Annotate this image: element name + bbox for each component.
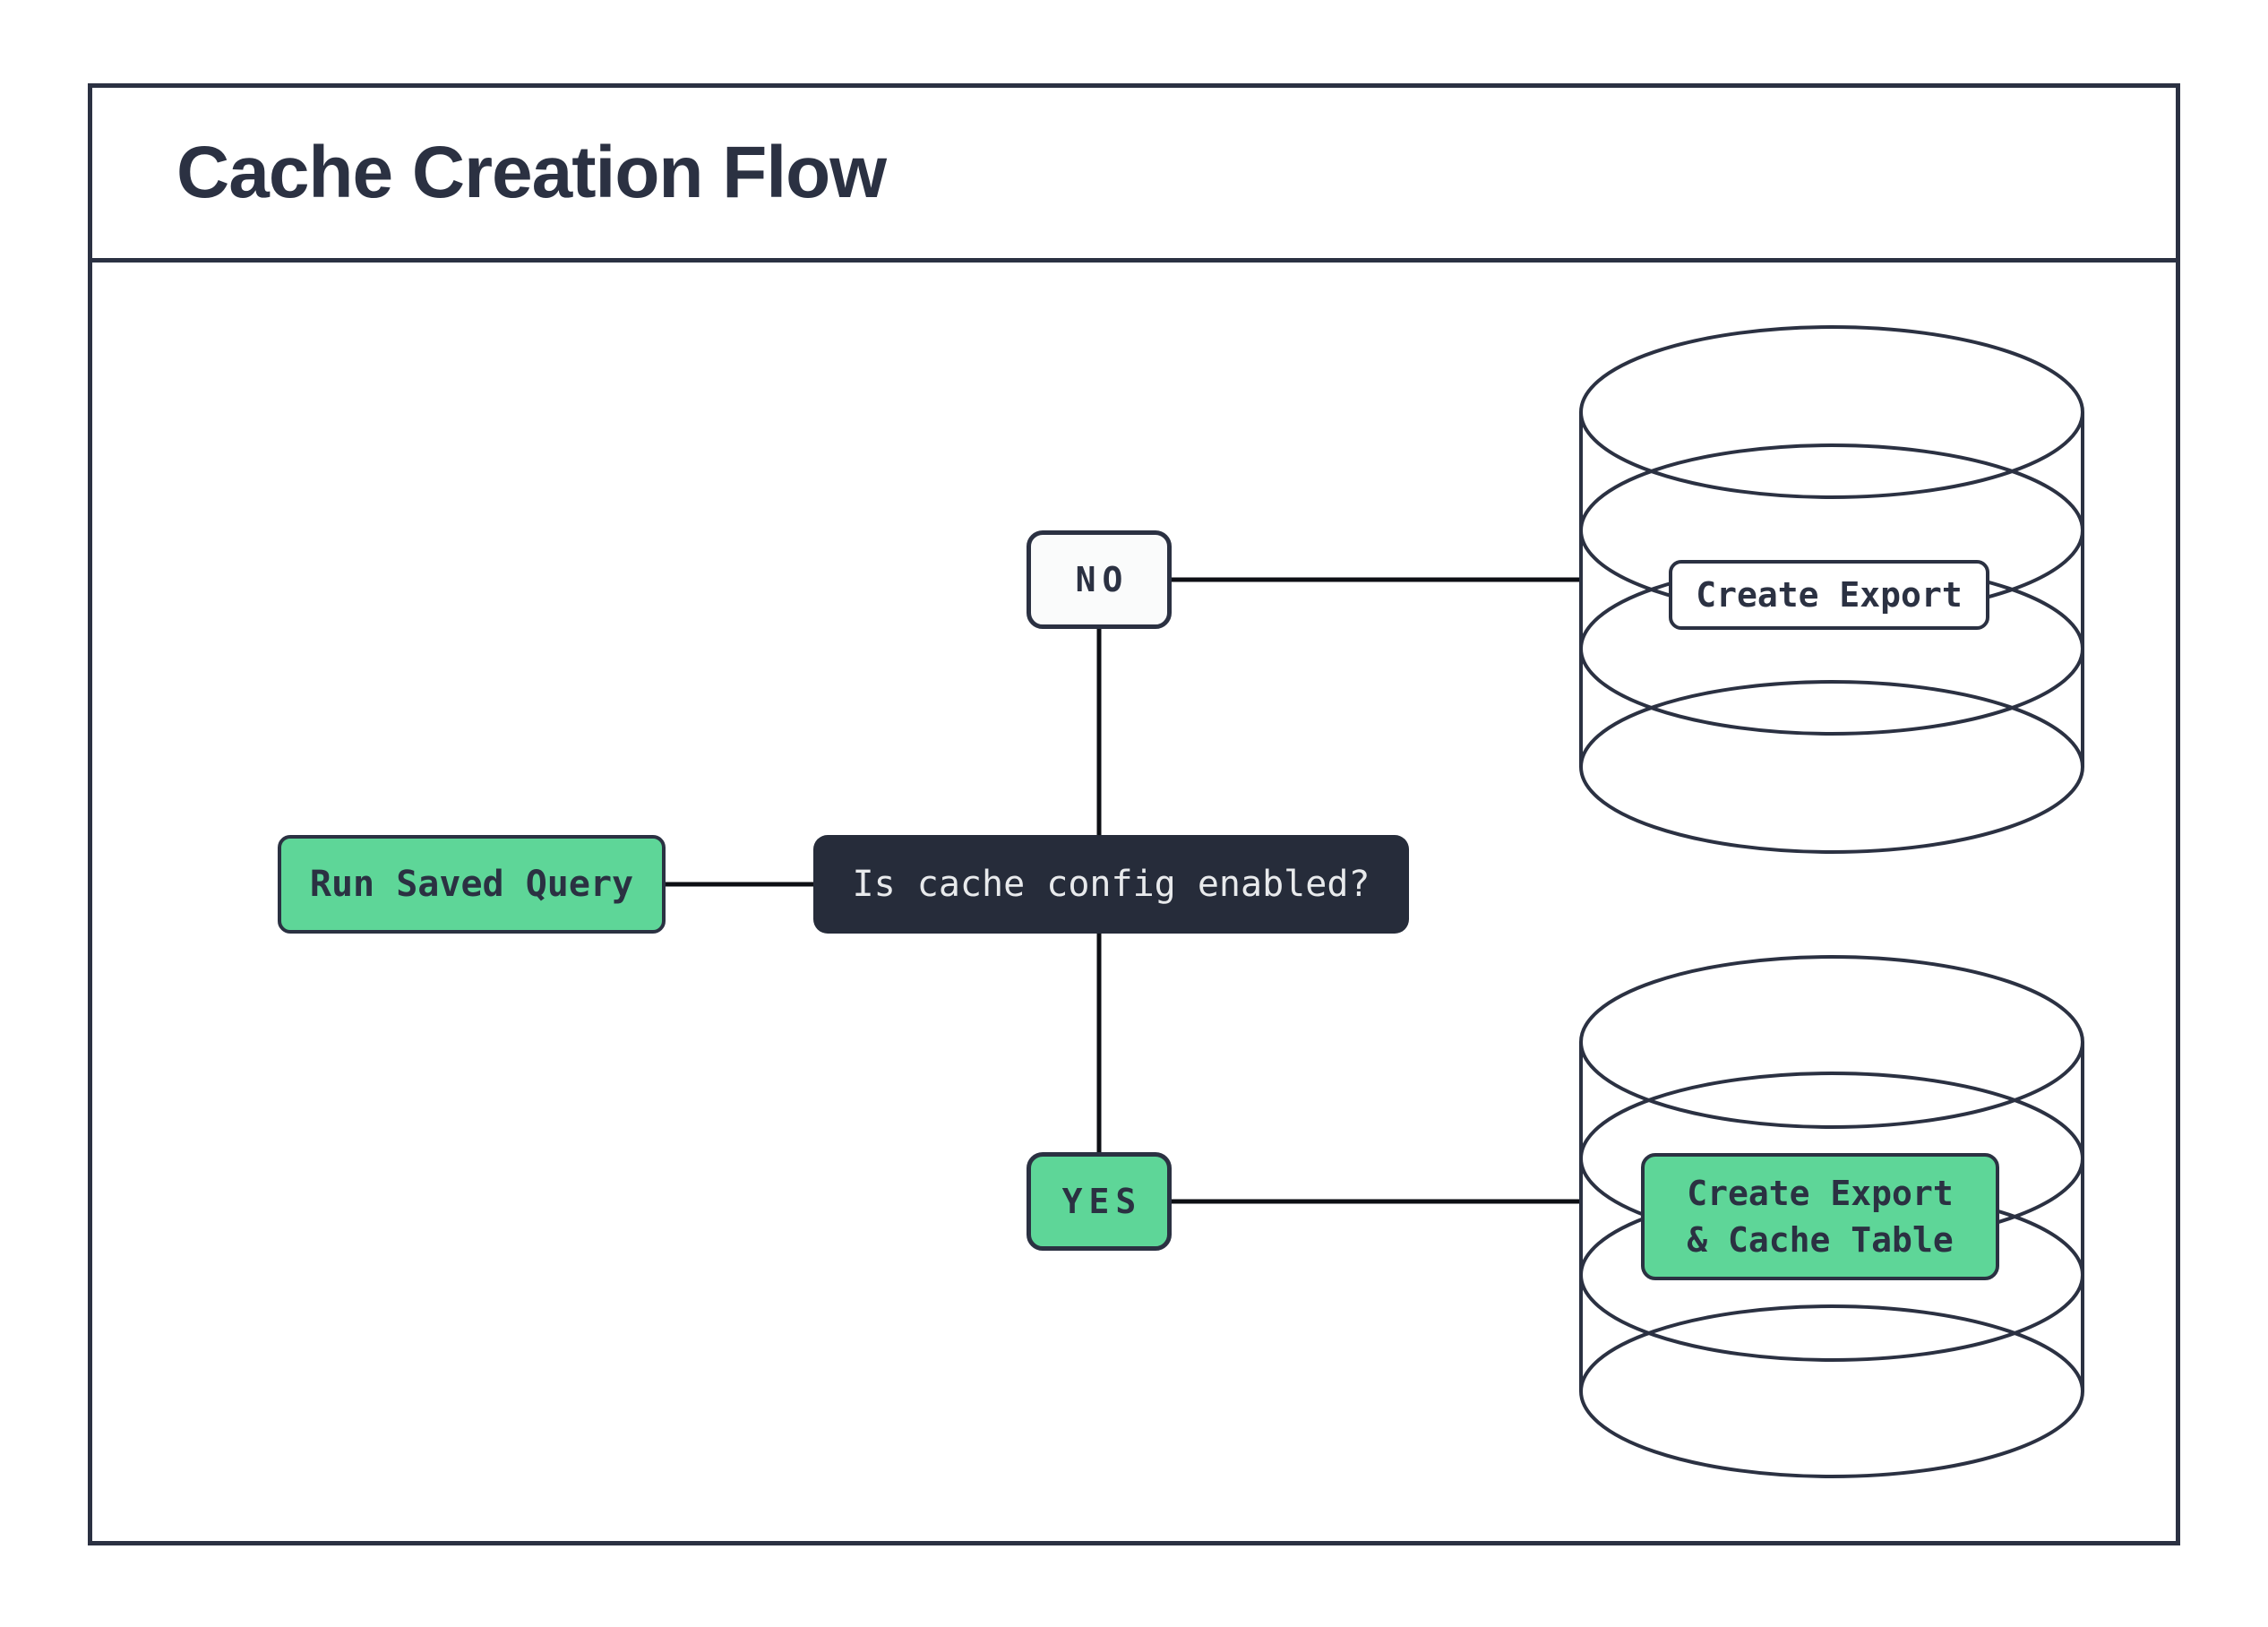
node-create-export: Create Export bbox=[1669, 560, 1989, 630]
node-create-export-cache-table-label-line1: Create Export bbox=[1687, 1173, 1954, 1213]
diagram-frame: Cache Creation Flow bbox=[88, 83, 2180, 1545]
node-yes-branch-label: YES bbox=[1061, 1182, 1143, 1221]
node-run-saved-query-label: Run Saved Query bbox=[309, 864, 634, 905]
node-no-branch: NO bbox=[1027, 530, 1172, 629]
node-cache-config-question-label: Is cache config enabled? bbox=[852, 864, 1370, 905]
title-band: Cache Creation Flow bbox=[92, 88, 2176, 263]
node-create-export-cache-table: Create Export & Cache Table bbox=[1641, 1153, 1999, 1280]
node-run-saved-query: Run Saved Query bbox=[278, 835, 666, 934]
node-create-export-label: Create Export bbox=[1696, 575, 1963, 615]
page-title: Cache Creation Flow bbox=[176, 132, 887, 213]
cylinder-disk bbox=[1579, 955, 2084, 1129]
node-no-branch-label: NO bbox=[1075, 560, 1130, 599]
node-create-export-cache-table-label-line2: & Cache Table bbox=[1687, 1220, 1954, 1260]
node-yes-branch: YES bbox=[1027, 1152, 1172, 1251]
cylinder-disk bbox=[1579, 680, 2084, 854]
database-cylinder-icon-export bbox=[1579, 325, 2084, 854]
node-cache-config-question: Is cache config enabled? bbox=[813, 835, 1409, 934]
cylinder-disk bbox=[1579, 325, 2084, 499]
cylinder-disk bbox=[1579, 1304, 2084, 1478]
